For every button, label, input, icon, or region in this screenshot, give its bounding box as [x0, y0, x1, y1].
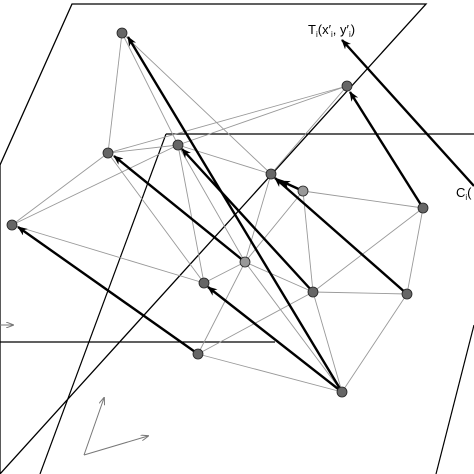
- lower-mesh: [197, 190, 424, 393]
- lower-plane-left-edge: [39, 133, 167, 474]
- arrow-4: [17, 226, 199, 355]
- arrow-6: [348, 91, 425, 209]
- axis-arrow-icon: [0, 325, 148, 456]
- arrow-3: [113, 155, 246, 263]
- arrow-5: [274, 177, 408, 295]
- node: [172, 139, 184, 151]
- lower-plane: [0, 133, 474, 474]
- mesh-nodes: [6, 27, 429, 398]
- node: [336, 386, 348, 398]
- node: [341, 80, 353, 92]
- correspondence-arrows: [17, 36, 474, 393]
- node: [116, 27, 128, 39]
- arrow-2: [181, 148, 314, 293]
- arrow-7: [207, 286, 343, 393]
- node: [417, 202, 429, 214]
- node: [297, 185, 309, 197]
- node: [6, 219, 18, 231]
- node: [307, 286, 319, 298]
- target-label: Ti(x′i, y′i): [308, 22, 355, 39]
- node: [401, 288, 413, 300]
- node: [198, 277, 210, 289]
- node: [192, 348, 204, 360]
- upper-mesh: [11, 32, 348, 293]
- arrow-1: [126, 36, 344, 393]
- correspondence-label: Ci(: [456, 185, 472, 202]
- upper-plane: [0, 3, 428, 474]
- lower-plane-right-edge: [435, 324, 474, 474]
- arrow-label-pointer: [341, 39, 474, 187]
- node: [239, 256, 251, 268]
- node: [102, 147, 114, 159]
- node: [265, 168, 277, 180]
